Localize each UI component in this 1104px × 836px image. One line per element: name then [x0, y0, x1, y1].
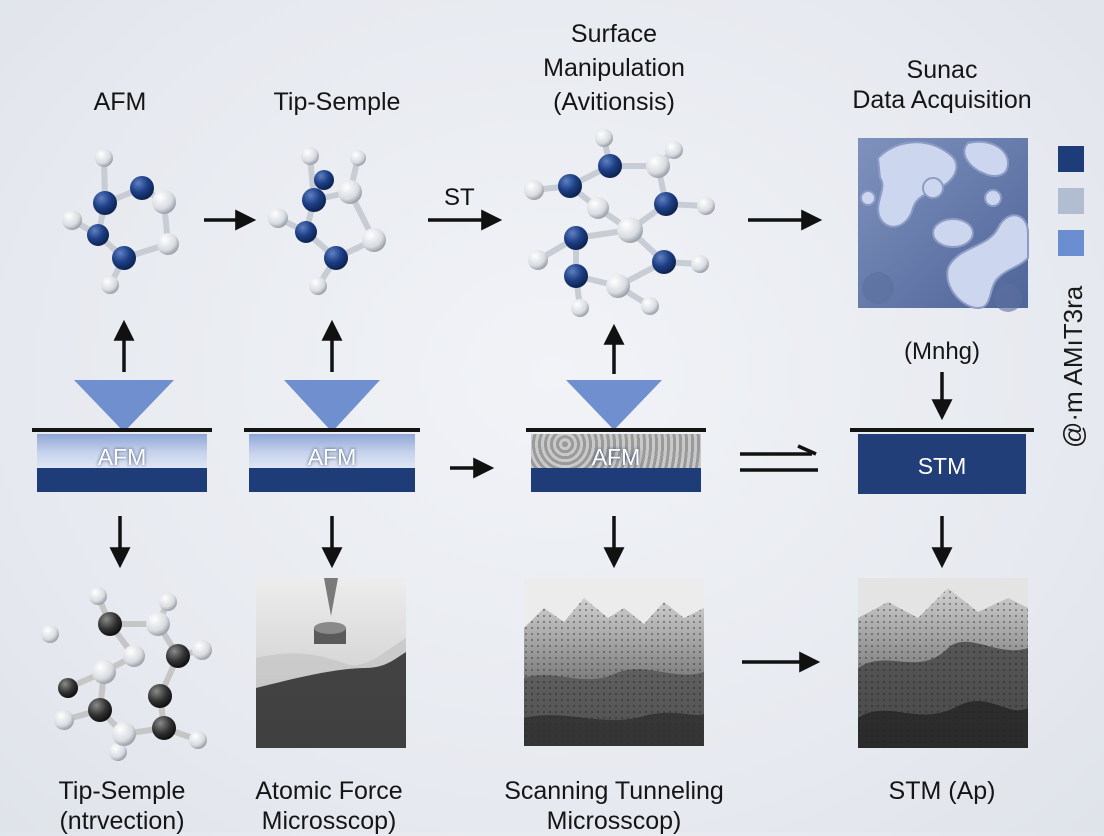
arrow-label-mnhg: (Mnhg) — [903, 338, 981, 365]
plate-base — [531, 468, 701, 492]
afm-plate-3: AFM — [526, 428, 706, 494]
caption-tip-sample-line2: (ntrvection) — [59, 807, 185, 835]
title-data-line2: Data Acquisition — [852, 86, 1032, 114]
caption-stm-line1: Scanning Tunneling — [504, 777, 724, 805]
tip-1 — [74, 380, 174, 432]
tip-3 — [566, 380, 662, 430]
molecule-2 — [268, 147, 386, 295]
afm-plate-2: AFM — [244, 428, 420, 494]
molecule-grayscale — [41, 587, 212, 761]
caption-stm-ap: STM (Ap) — [888, 777, 996, 805]
surface-image-top — [858, 138, 1029, 312]
plate-surface-line — [526, 428, 706, 432]
plate-base — [37, 468, 207, 492]
title-tip-sample: Tip-Semple — [273, 88, 401, 116]
plate-surface-line — [244, 428, 420, 432]
plate-top-layer — [249, 434, 415, 468]
plate-top-layer-grainy — [531, 434, 701, 468]
stm-surface-3d-1 — [524, 578, 704, 746]
plate-label: AFM — [307, 444, 357, 470]
molecule-3 — [524, 129, 715, 317]
afm-plate-1: AFM — [32, 428, 212, 494]
legend-swatch-dark-blue — [1058, 146, 1084, 172]
plate-base — [249, 468, 415, 492]
plate-surface-line — [32, 428, 212, 432]
caption-afm-line2: Microsscop) — [261, 807, 397, 835]
molecule-1 — [62, 149, 179, 294]
plate-top-layer — [37, 434, 207, 468]
title-afm: AFM — [93, 88, 147, 116]
stm-surface-3d-2 — [858, 578, 1028, 748]
caption-tip-sample-line1: Tip-Semple — [58, 777, 186, 805]
title-surface-line1: Surface — [570, 20, 658, 48]
stm-plate-label: STM — [917, 453, 967, 479]
plate-label: AFM — [591, 444, 641, 470]
caption-stm-line2: Microsscop) — [546, 807, 682, 835]
title-surface-line3: (Avitionsis) — [553, 88, 675, 116]
title-surface-line2: Manipulation — [543, 54, 685, 82]
afm-tip-photo — [256, 578, 406, 748]
stm-plate: STM — [858, 434, 1026, 494]
caption-afm-line1: Atomic Force — [255, 777, 403, 805]
plate-label: AFM — [97, 444, 147, 470]
legend-swatch-mid-blue — [1058, 230, 1084, 256]
title-data-line1: Sunac — [906, 56, 978, 84]
arrow-label-st: ST — [444, 184, 475, 211]
stm-surface-line — [850, 428, 1034, 432]
legend-swatch-light-gray — [1058, 188, 1084, 214]
tip-2 — [284, 380, 380, 432]
